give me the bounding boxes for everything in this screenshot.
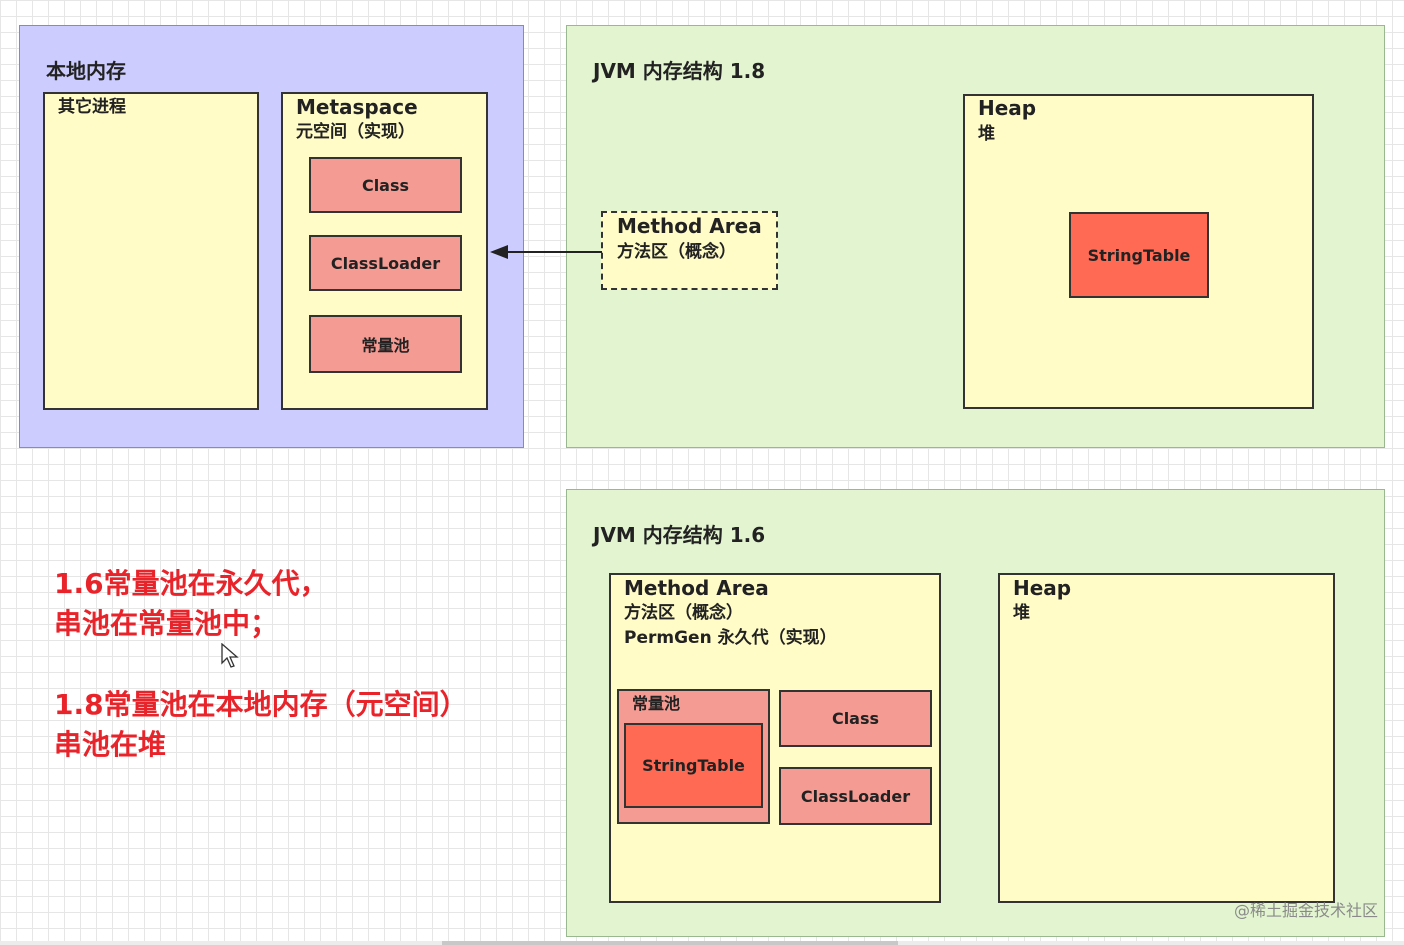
jvm16-heap-title: Heap	[1013, 576, 1072, 600]
jvm16-method-area-title: Method Area	[624, 576, 769, 600]
jvm18-method-area-title: Method Area	[617, 214, 762, 238]
jvm16-heap-panel	[998, 573, 1335, 903]
jvm18-title: JVM 内存结构 1.8	[593, 59, 766, 83]
jvm16-method-area-line2: 方法区（概念）	[624, 603, 743, 623]
jvm18-heap-title: Heap	[978, 96, 1037, 120]
jvm18-method-area-subtitle: 方法区（概念）	[617, 242, 736, 262]
metaspace-class-box: Class	[309, 157, 462, 213]
jvm16-stringtable-box: StringTable	[624, 723, 763, 808]
metaspace-subtitle: 元空间（实现）	[296, 122, 415, 142]
jvm18-stringtable-box: StringTable	[1069, 212, 1209, 298]
other-process-label: 其它进程	[58, 97, 126, 117]
jvm16-class-box: Class	[779, 690, 932, 747]
arrow-method-area-to-metaspace	[490, 245, 602, 259]
jvm16-title: JVM 内存结构 1.6	[593, 523, 766, 547]
metaspace-classloader-box: ClassLoader	[309, 235, 462, 291]
watermark: @稀土掘金技术社区	[1233, 901, 1378, 920]
jvm18-method-area-box	[601, 211, 778, 290]
metaspace-constant-pool-box: 常量池	[309, 315, 462, 373]
metaspace-title: Metaspace	[296, 95, 418, 119]
jvm16-classloader-box: ClassLoader	[779, 767, 932, 825]
jvm16-heap-subtitle: 堆	[1013, 603, 1030, 623]
jvm16-method-area-line3: PermGen 永久代（实现）	[624, 628, 837, 648]
jvm16-constant-pool-label: 常量池	[632, 694, 681, 713]
note-line-1: 1.6常量池在永久代，	[54, 567, 328, 600]
note-line-4: 串池在堆	[54, 728, 167, 761]
mouse-cursor-icon	[221, 643, 239, 668]
note-line-3: 1.8常量池在本地内存（元空间）	[54, 688, 468, 721]
note-line-2: 串池在常量池中；	[54, 607, 279, 640]
jvm18-heap-subtitle: 堆	[978, 124, 995, 144]
native-memory-title: 本地内存	[46, 59, 126, 83]
horizontal-scrollbar-thumb[interactable]	[442, 941, 898, 945]
other-process-panel	[43, 92, 259, 410]
